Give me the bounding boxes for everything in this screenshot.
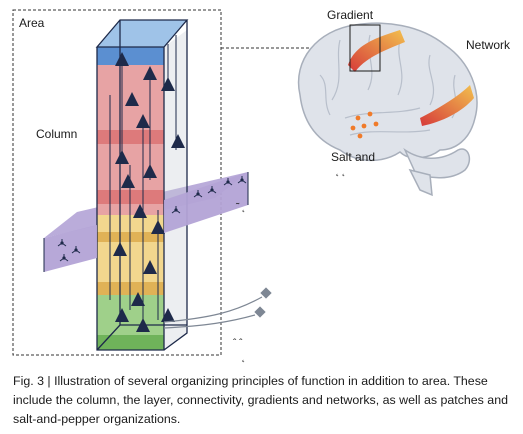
gradient-label: Gradient (327, 8, 373, 22)
label-fragment-a: ˛ ˛ (336, 166, 345, 177)
label-fragment-d: ˛ (242, 352, 245, 363)
area-label: Area (19, 16, 44, 30)
label-fragment-c: ˆ ˆ (233, 338, 242, 349)
label-fragment-b: ˜ ˛ (236, 202, 245, 213)
brain-illustration (299, 23, 477, 195)
figure-caption: Fig. 3 | Illustration of several organiz… (13, 372, 513, 429)
column-label: Column (36, 127, 77, 141)
network-label: Network (466, 38, 510, 52)
diagram-svg (0, 0, 523, 370)
salt-and-label: Salt and (331, 150, 375, 164)
figure: Area Column Gradient Network Salt and ˛ … (0, 0, 523, 370)
